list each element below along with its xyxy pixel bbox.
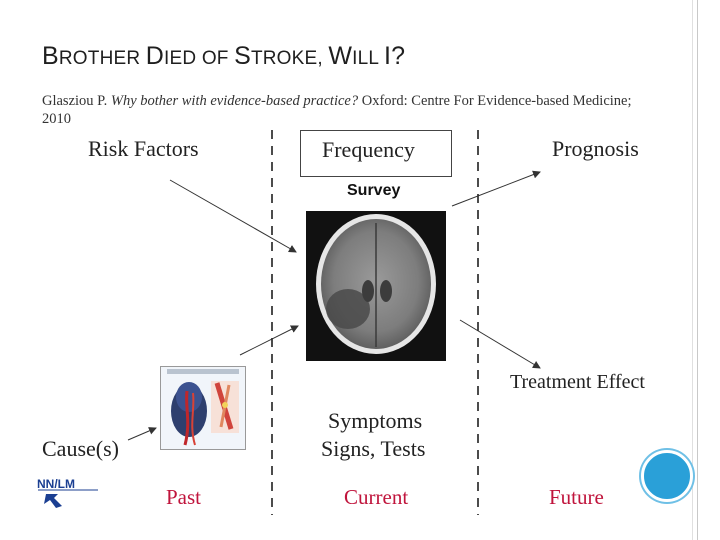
arrow-scan-to-prognosis [451, 170, 541, 207]
label-causes: Cause(s) [42, 436, 119, 461]
citation-publisher: Oxford: Centre For Evidence-based Medici… [42, 93, 632, 123]
ct-scan-image [306, 211, 446, 361]
arrow-cause-to-artery [127, 427, 157, 441]
label-current: Current [344, 485, 409, 509]
arrow-scan-to-treatment [459, 319, 541, 369]
label-treatment-effect: Treatment Effect [510, 371, 645, 393]
carotid-artery-image [160, 366, 246, 450]
label-survey: Survey [347, 182, 401, 199]
citation-author: Glasziou P. [42, 93, 108, 109]
label-frequency: Frequency [322, 137, 415, 162]
right-border-line-inner [692, 0, 693, 540]
label-prognosis: Prognosis [552, 136, 639, 161]
decorative-blue-circle [641, 450, 693, 502]
citation-book: Why bother with evidence-based practice? [110, 93, 359, 109]
label-symptoms: Symptoms [328, 408, 423, 433]
logo-text: NN/LM [37, 477, 75, 491]
label-risk-factors: Risk Factors [88, 136, 199, 161]
arrow-cause-to-scan [239, 325, 299, 356]
label-past: Past [166, 485, 202, 509]
right-border-line [697, 0, 698, 540]
frequency-box [300, 130, 452, 177]
slide-title: BROTHER DIED OF STROKE, WILL I? [42, 42, 406, 70]
label-signs-tests: Signs, Tests [321, 436, 426, 461]
label-future: Future [549, 485, 604, 509]
nnlm-logo: NN/LM [36, 476, 100, 510]
arrow-risk-to-scan [169, 179, 297, 253]
citation-clip: Glasziou P. Why bother with evidence-bas… [42, 92, 662, 123]
citation: Glasziou P. Why bother with evidence-bas… [42, 92, 642, 123]
